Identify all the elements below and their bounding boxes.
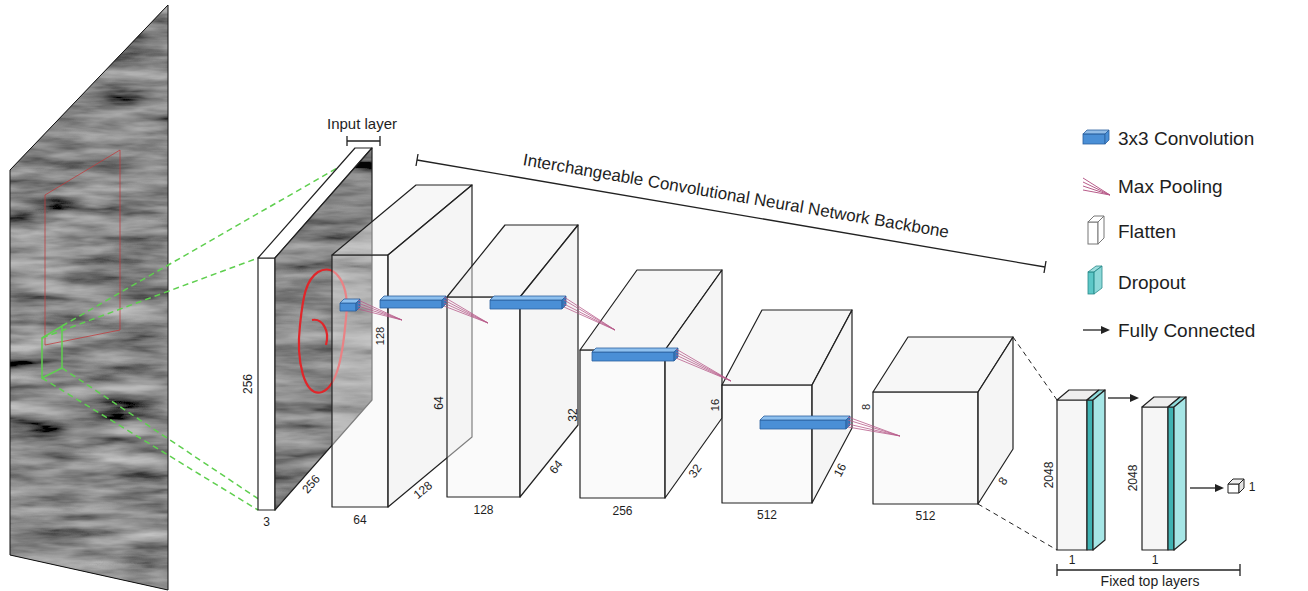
dimension-label: 512: [915, 510, 935, 522]
pool-fan: [564, 297, 615, 330]
conv-kernel: [760, 416, 850, 429]
dimension-label: 512: [757, 509, 777, 521]
source-image: [10, 5, 168, 590]
pool-fan: [676, 349, 731, 381]
dropout-front: [1168, 407, 1174, 550]
bracket: [416, 154, 1046, 273]
dimension-label: 16: [832, 461, 849, 478]
flatten-projection: [978, 337, 1057, 550]
dense-layer: [1057, 390, 1105, 550]
section-label: Interchangeable Convolutional Neural Net…: [522, 151, 951, 241]
block-front: [580, 350, 665, 498]
projection-line: [978, 504, 1057, 550]
image-texture: [10, 5, 168, 590]
block-front: [722, 385, 812, 503]
dropout-front: [1087, 400, 1093, 550]
pool-fan: [444, 297, 488, 323]
conv-kernel: [592, 348, 678, 361]
block-side: [520, 225, 578, 497]
fc-arrow: [1190, 484, 1224, 492]
block-side: [978, 337, 1013, 504]
feature-block: [580, 270, 722, 498]
block-side: [665, 270, 722, 498]
pool-fan: [848, 417, 900, 436]
dimension-label: 128: [375, 327, 386, 345]
fc-arrow: [1108, 394, 1139, 402]
dimension-label: 64: [353, 514, 366, 526]
pool-sample: [1083, 178, 1110, 195]
legend-text: Max Pooling: [1118, 177, 1223, 196]
conv-kernel: [340, 299, 360, 311]
dimension-label: 32: [567, 408, 579, 421]
conv-pool-ops: [340, 296, 900, 436]
dense-front: [1142, 407, 1168, 550]
projection-line: [1013, 337, 1057, 400]
dropout-side: [1174, 397, 1186, 550]
dimension-label: 1: [1249, 481, 1256, 493]
block-side: [812, 310, 852, 503]
fc-sample: [1083, 326, 1110, 334]
conv-sample: [1083, 130, 1109, 144]
dimension-label: 256: [242, 374, 254, 394]
legend-text: Flatten: [1118, 222, 1176, 241]
dimension-label: 8: [861, 404, 872, 410]
dense-layer: [1142, 397, 1186, 550]
feature-block: [873, 337, 1013, 504]
feature-block: [722, 310, 852, 503]
legend-samples: [1083, 130, 1110, 334]
dimension-label: 64: [433, 396, 445, 409]
block-front: [332, 255, 388, 507]
section-label: Input layer: [327, 116, 397, 131]
dimension-label: 3: [263, 516, 270, 528]
dense-front: [1057, 400, 1087, 550]
conv-kernel: [380, 296, 446, 308]
output-cube: [1228, 479, 1244, 493]
block-front: [447, 297, 520, 497]
region-box: [45, 150, 120, 345]
dimension-label: 2048: [1043, 462, 1055, 489]
dense-layers: [1057, 390, 1244, 550]
block-front: [873, 392, 978, 504]
legend-text: 3x3 Convolution: [1118, 129, 1254, 148]
dimension-label: 16: [710, 399, 721, 411]
dimension-label: 128: [473, 504, 493, 516]
bracket: [347, 136, 380, 146]
legend-swatch: [1088, 272, 1094, 294]
dropout-side: [1093, 390, 1105, 550]
section-label: Fixed top layers: [1101, 574, 1200, 588]
projection-line: [42, 258, 258, 338]
legend-text: Fully Connected: [1118, 321, 1255, 340]
dimension-label: 2048: [1127, 465, 1139, 492]
image-border: [10, 5, 168, 590]
legend-text: Dropout: [1118, 273, 1186, 292]
dimension-label: 256: [612, 505, 632, 517]
image-ground: [10, 5, 168, 590]
projection-line: [62, 368, 275, 510]
legend-swatch-face: [1105, 130, 1109, 144]
projection-line: [42, 378, 258, 510]
legend-swatch-face: [1094, 266, 1102, 294]
feature-block: [447, 225, 578, 497]
dimension-label: 1: [1152, 554, 1159, 566]
dropout-sample: [1088, 266, 1102, 294]
conv-kernel: [490, 296, 566, 309]
flatten-sample: [1088, 216, 1104, 244]
dimension-label: 8: [996, 475, 1010, 487]
dimension-label: 1: [1069, 554, 1076, 566]
slab-front: [258, 258, 275, 510]
legend-swatch: [1083, 134, 1105, 144]
